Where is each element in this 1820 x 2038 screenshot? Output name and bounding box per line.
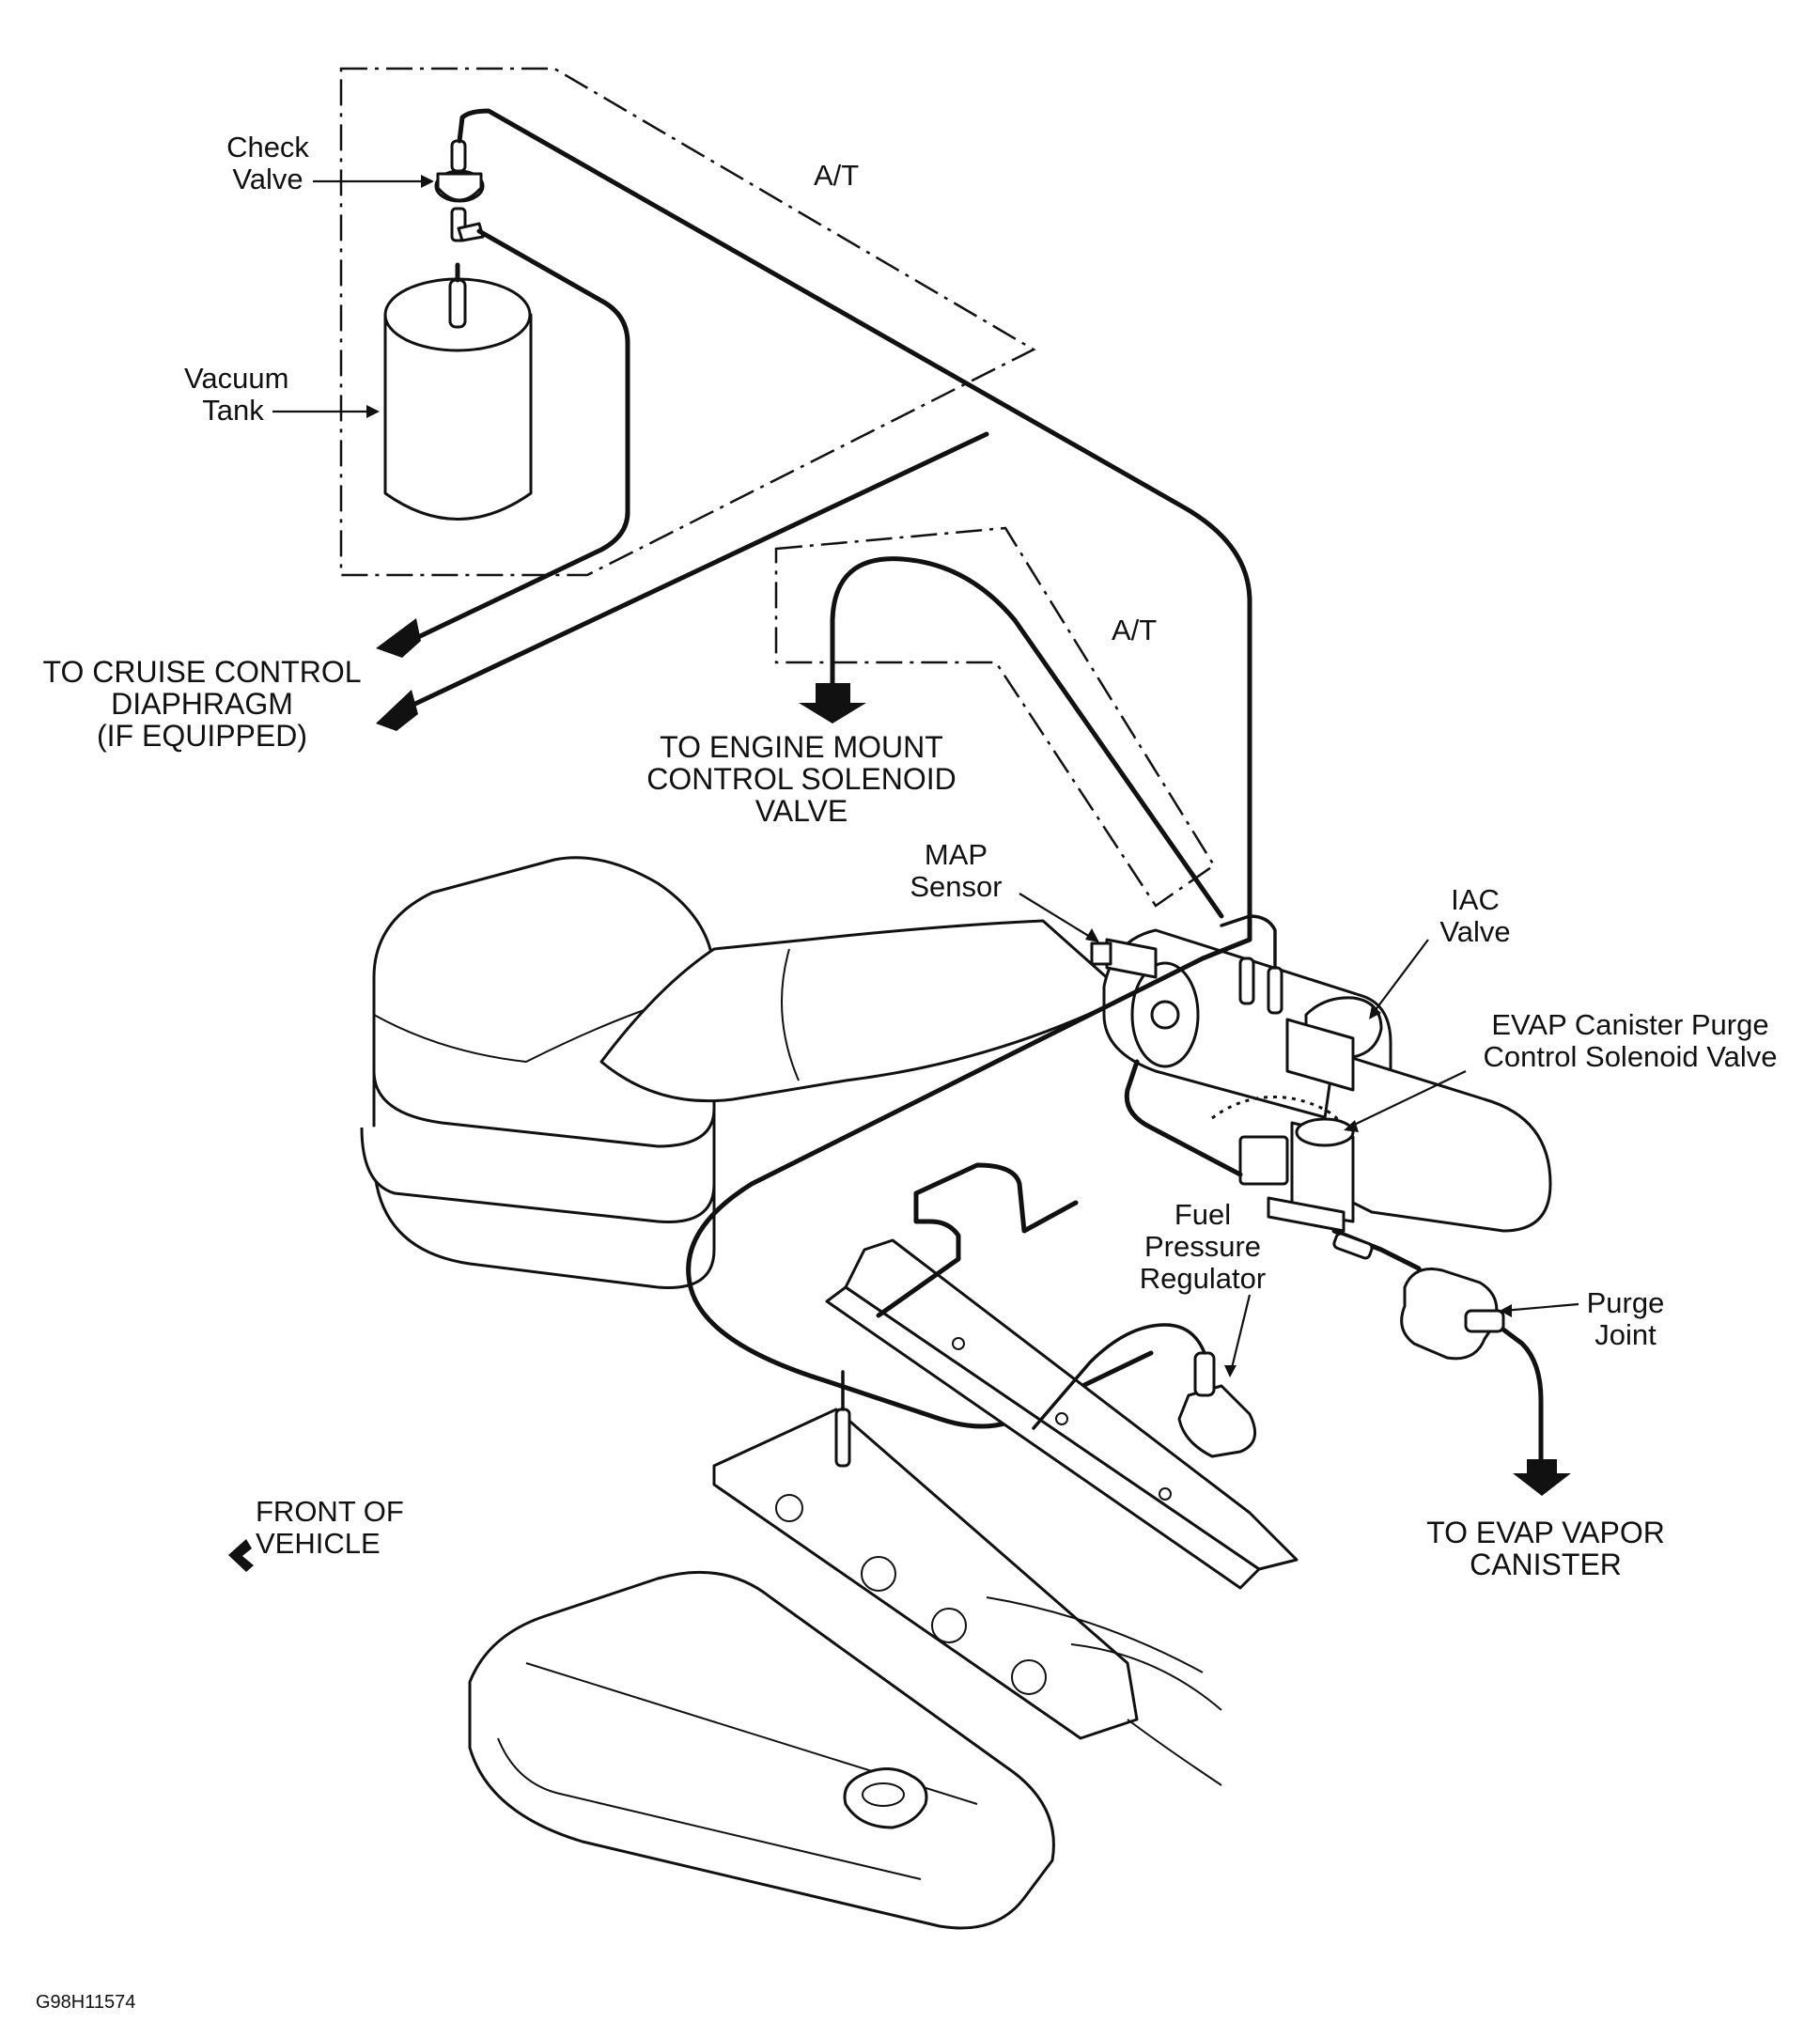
check-valve [434,139,485,242]
label-purge-joint: Purge Joint [1586,1286,1665,1351]
arrowhead-check-valve [421,175,434,188]
fuel-rail [825,1238,1299,1590]
throttle-nipple-1 [1238,957,1255,1005]
hose-main-loop [686,937,1252,1429]
at-boundary-lower [774,526,1216,908]
label-map-sensor: MAP Sensor [910,838,1003,903]
purge-stub [1332,1232,1374,1260]
iac-valve [1285,996,1383,1092]
hose-tank-tee [392,228,630,651]
label-fuel-pressure-regulator: Fuel Pressure Regulator [1139,1198,1267,1295]
fuel-pressure-regulator [1177,1351,1257,1458]
purge-joint [1400,1268,1505,1361]
leader-purge-joint [1502,1302,1579,1313]
label-vacuum-tank: Vacuum Tank [184,362,289,427]
label-cruise-control: TO CRUISE CONTROL DIAPHRAGM (IF EQUIPPED… [42,655,362,753]
arrowhead-map-sensor [1085,928,1099,942]
map-sensor [1090,938,1158,979]
arrowhead-purge-joint [1500,1304,1512,1317]
label-evap-canister: TO EVAP VAPOR CANISTER [1426,1516,1665,1581]
front-of-vehicle-arrow [228,1539,254,1572]
arrowhead-fpr [1224,1365,1237,1377]
arrow-evap-canister [1513,1459,1571,1496]
arrowhead-evap-purge [1344,1120,1359,1132]
arrow-engine-mount [799,683,866,723]
arrow-cruise-2 [376,690,418,731]
hose-check-valve-to-intake [457,108,1252,942]
intake-plenum [1314,1050,1552,1233]
leader-evap-purge [1347,1070,1467,1128]
evap-purge-solenoid [1238,1117,1355,1233]
leader-map-sensor [1019,893,1096,941]
at-boundary-upper [339,67,1036,577]
hose-throttle-to-solenoid [1124,1059,1243,1177]
label-iac-valve: IAC Valve [1439,883,1511,948]
valve-cover [468,1570,1055,1930]
arrowhead-vacuum-tank [366,405,380,418]
hose-cruise-lower [397,431,989,714]
vacuum-tank [383,277,533,521]
arrowhead-iac [1369,1005,1381,1019]
leader-iac [1371,939,1429,1016]
figure-code: G98H11574 [36,1992,136,2013]
arrow-cruise-1 [376,618,421,658]
label-evap-purge-valve: EVAP Canister Purge Control Solenoid Val… [1483,1008,1778,1073]
label-at-lower: A/T [1112,614,1158,646]
throttle-nipple-2 [1267,966,1283,1015]
label-at-upper: A/T [814,159,860,192]
hose-purge-to-canister [1501,1327,1544,1469]
intake-manifold [712,1408,1222,1786]
hose-nipple-link [1220,914,1277,970]
label-check-valve: Check Valve [226,131,309,195]
label-engine-mount: TO ENGINE MOUNT CONTROL SOLENOID VALVE [646,730,957,828]
hose-fpr [1032,1323,1206,1430]
hose-engine-mount [830,556,1224,919]
leader-fpr [1229,1294,1252,1373]
label-front-of-vehicle: FRONT OF VEHICLE [256,1495,404,1560]
hose-rail-tube [876,1162,1079,1318]
